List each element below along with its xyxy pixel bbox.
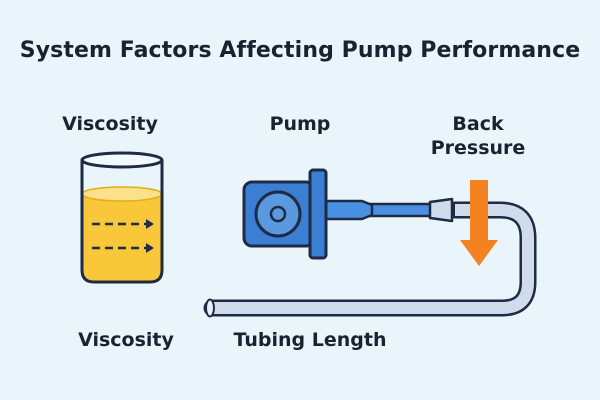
viscosity-label-bottom: Viscosity (78, 329, 174, 351)
down-arrow-icon (460, 180, 498, 266)
tubing-length-label: Tubing Length (233, 329, 387, 351)
pump-rotor-hub (269, 205, 287, 223)
pump-outlet-pipe (324, 197, 454, 223)
beaker-icon (80, 151, 164, 284)
beaker-glass (80, 160, 164, 284)
tubing-fill (212, 204, 534, 314)
tube-fitting (428, 197, 454, 223)
pressure-arrow-shaft (470, 180, 488, 240)
diagram-title: System Factors Affecting Pump Performanc… (19, 38, 581, 63)
pump-label: Pump (269, 113, 331, 135)
back-pressure-label-line2: Pressure (430, 137, 526, 159)
outlet-pipe-narrow (368, 202, 436, 218)
flow-arrowhead-1 (146, 219, 154, 229)
beaker-liquid-surface (81, 186, 163, 202)
tubing-end (205, 298, 215, 318)
outlet-pipe-wide (324, 199, 374, 221)
tubing-icon (203, 201, 537, 318)
viscosity-label-top: Viscosity (62, 113, 158, 135)
pressure-arrow-head (460, 240, 498, 266)
beaker-liquid (82, 194, 162, 282)
back-pressure-label: Back Pressure (416, 112, 540, 160)
pump-flange (308, 168, 328, 260)
flow-arrowhead-2 (146, 243, 154, 253)
beaker-rim (80, 151, 164, 169)
pump-icon (242, 168, 328, 260)
back-pressure-label-line1: Back (452, 113, 504, 135)
